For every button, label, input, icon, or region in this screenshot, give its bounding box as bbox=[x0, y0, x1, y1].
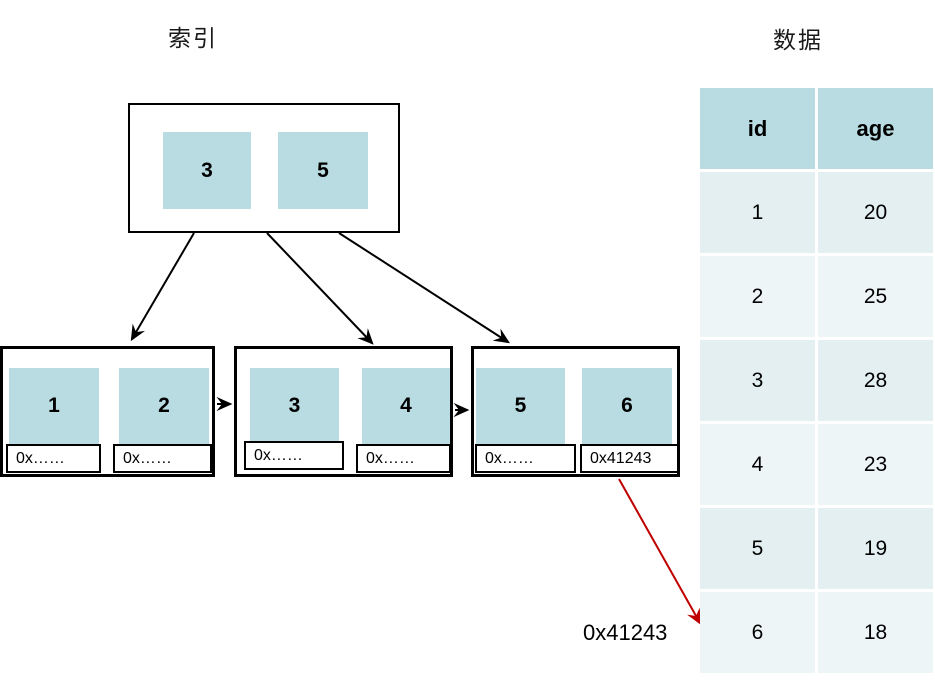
root-to-leaf1-arrow bbox=[130, 232, 195, 342]
leaf-key-cell: 4 bbox=[362, 368, 450, 444]
id-cell: 5 bbox=[700, 508, 815, 589]
id-cell: 2 bbox=[700, 256, 815, 337]
pointer-to-row-arrow bbox=[618, 478, 702, 626]
record-pointer-box: 0x…… bbox=[475, 444, 576, 473]
age-cell: 20 bbox=[818, 172, 933, 253]
record-pointer-box: 0x…… bbox=[356, 444, 451, 473]
record-pointer-box: 0x…… bbox=[244, 441, 344, 470]
leaf-index-node-2: 3 4 0x…… 0x…… bbox=[234, 346, 453, 477]
leaf-key-cell: 2 bbox=[119, 368, 209, 444]
record-pointer-box: 0x…… bbox=[113, 444, 212, 473]
leaf-key-cell: 3 bbox=[250, 368, 339, 444]
root-key-cell: 3 bbox=[163, 132, 251, 209]
index-section-title: 索引 bbox=[168, 25, 218, 51]
root-to-leaf3-arrow bbox=[338, 232, 511, 344]
root-key-cell: 5 bbox=[278, 132, 368, 209]
record-pointer-box: 0x41243 bbox=[580, 444, 679, 473]
table-header-age: age bbox=[818, 88, 933, 169]
leaf-key-cell: 6 bbox=[582, 368, 672, 444]
age-cell: 19 bbox=[818, 508, 933, 589]
age-cell: 28 bbox=[818, 340, 933, 421]
root-to-leaf2-arrow bbox=[266, 232, 374, 345]
age-cell: 25 bbox=[818, 256, 933, 337]
leaf-key-cell: 1 bbox=[9, 368, 99, 444]
data-table: id age 1 20 2 25 3 28 4 23 5 19 6 18 bbox=[700, 88, 933, 673]
age-cell: 18 bbox=[818, 592, 933, 673]
id-cell: 1 bbox=[700, 172, 815, 253]
record-address-label: 0x41243 bbox=[583, 620, 668, 645]
leaf-index-node-1: 1 2 0x…… 0x…… bbox=[0, 346, 215, 477]
record-pointer-box: 0x…… bbox=[6, 444, 101, 473]
id-cell: 6 bbox=[700, 592, 815, 673]
age-cell: 23 bbox=[818, 424, 933, 505]
root-index-node: 3 5 bbox=[128, 103, 400, 233]
data-section-title: 数据 bbox=[773, 27, 823, 53]
leaf-key-cell: 5 bbox=[476, 368, 565, 444]
id-cell: 3 bbox=[700, 340, 815, 421]
id-cell: 4 bbox=[700, 424, 815, 505]
table-header-id: id bbox=[700, 88, 815, 169]
leaf-index-node-3: 5 6 0x…… 0x41243 bbox=[471, 346, 680, 477]
